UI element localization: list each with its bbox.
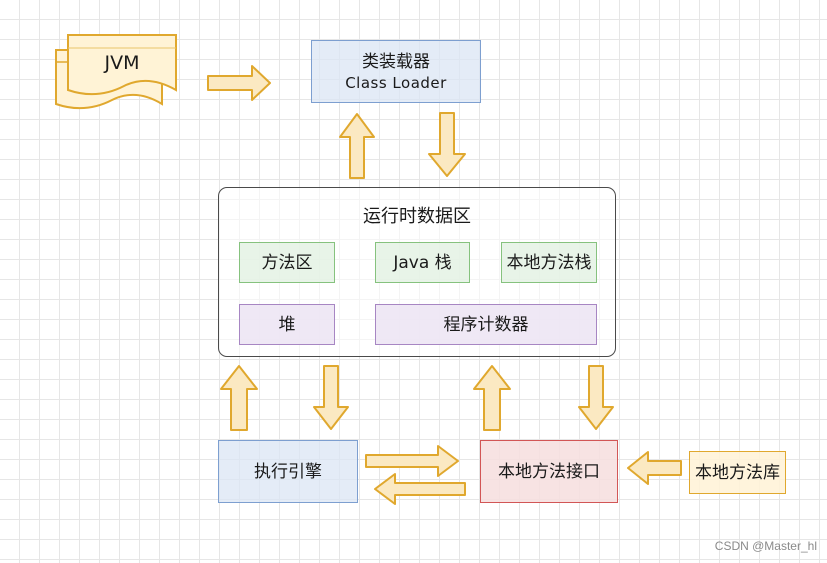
native-interface-label: 本地方法接口 — [498, 461, 600, 482]
native-interface-box: 本地方法接口 — [480, 440, 618, 503]
program-counter-label: 程序计数器 — [443, 314, 529, 335]
arrow-engine-to-interface — [365, 445, 459, 477]
runtime-data-area-title: 运行时数据区 — [363, 206, 471, 227]
arrow-loader-to-runtime — [428, 112, 466, 177]
heap-box: 堆 — [239, 304, 335, 345]
native-method-stack-label: 本地方法栈 — [506, 252, 592, 273]
jvm-flag-icon — [55, 34, 177, 110]
java-stack-box: Java 栈 — [375, 242, 470, 283]
arrow-runtime-to-engine — [313, 365, 349, 430]
program-counter-box: 程序计数器 — [375, 304, 597, 345]
class-loader-box: 类装载器 Class Loader — [311, 40, 481, 103]
method-area-label: 方法区 — [261, 252, 313, 273]
method-area-box: 方法区 — [239, 242, 335, 283]
execution-engine-box: 执行引擎 — [218, 440, 358, 503]
arrow-jvm-to-loader — [207, 65, 271, 101]
class-loader-subtitle: Class Loader — [345, 73, 447, 92]
execution-engine-label: 执行引擎 — [254, 461, 322, 482]
arrow-interface-to-engine — [374, 473, 466, 505]
native-library-box: 本地方法库 — [689, 451, 786, 494]
arrow-library-to-interface — [627, 451, 682, 485]
java-stack-label: Java 栈 — [393, 252, 452, 273]
arrow-runtime-to-loader — [339, 113, 375, 179]
heap-label: 堆 — [278, 314, 296, 335]
native-library-label: 本地方法库 — [695, 462, 780, 483]
jvm-label: JVM — [104, 52, 140, 74]
arrow-interface-to-runtime — [473, 365, 511, 431]
arrow-runtime-to-interface — [578, 365, 614, 430]
native-method-stack-box: 本地方法栈 — [501, 242, 597, 283]
class-loader-title: 类装载器 — [362, 51, 430, 72]
watermark: CSDN @Master_hl — [714, 539, 817, 553]
arrow-engine-to-runtime — [220, 365, 258, 431]
